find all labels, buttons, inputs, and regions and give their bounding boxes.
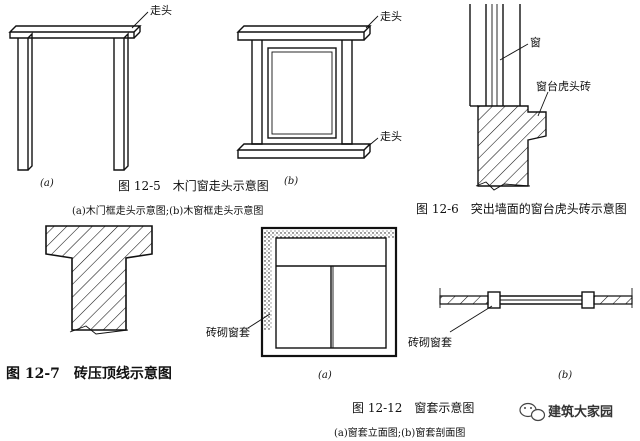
surround-label-a: 砖砌窗套 [206,325,250,339]
sill-brick-label: 窗台虎头砖 [536,79,591,93]
fig12-7-caption: 图 12-7 砖压顶线示意图 [6,365,172,382]
subfigure-label-b: (b) [284,176,298,187]
subfigure-label-12-b: (b) [558,370,572,381]
window-frame-drawing [236,15,379,159]
protrusion-label-b-bottom: 走头 [380,130,402,143]
window-surround-elevation [247,226,398,358]
brick-coping-drawing [45,225,153,335]
protrusion-label-a: 走头 [150,4,172,17]
watermark-text: 建筑大家园 [548,404,613,420]
fig12-5-caption: 图 12-5 木门窗走头示意图 [118,178,269,193]
surround-label-b: 砖砌窗套 [408,335,452,349]
sill-brick-drawing [469,4,549,191]
window-surround-section [439,288,633,333]
subfigure-label-12-a: (a) [318,370,332,381]
protrusion-label-b-top: 走头 [380,10,402,23]
fig12-5-subcaption: (a)木门框走头示意图;(b)木窗框走头示意图 [72,204,263,217]
fig12-12-caption: 图 12-12 窗套示意图 [352,400,474,415]
wechat-icon [519,402,546,422]
fig12-6-caption: 图 12-6 突出墙面的窗台虎头砖示意图 [416,201,627,216]
fig12-12-subcaption: (a)窗套立面图;(b)窗套剖面图 [334,426,465,439]
window-label: 窗 [530,35,541,49]
door-frame-drawing [8,11,149,171]
subfigure-label-a: (a) [40,178,54,189]
